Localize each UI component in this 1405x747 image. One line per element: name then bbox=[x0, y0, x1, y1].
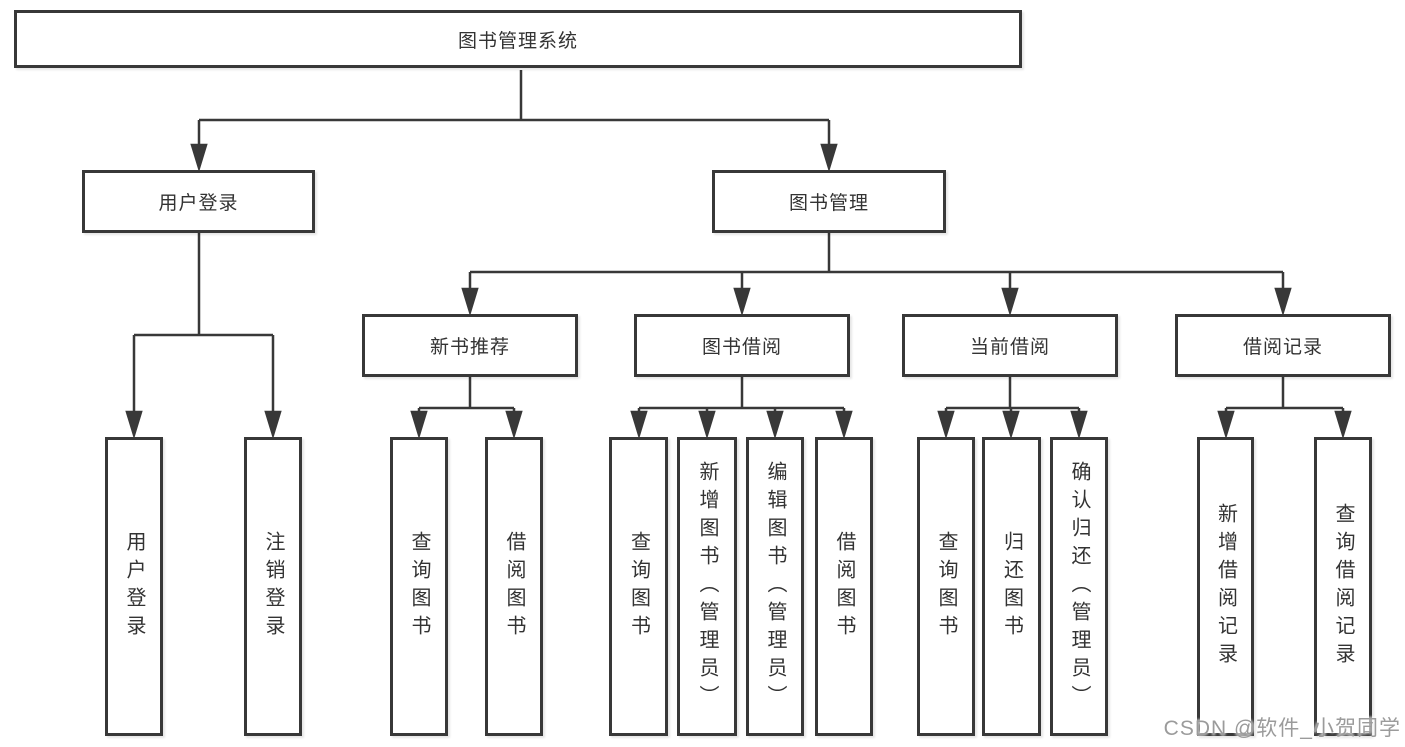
arrowhead-icon bbox=[835, 410, 853, 440]
leaf-user-login: 用户登录 bbox=[105, 437, 163, 736]
arrowhead-icon bbox=[698, 410, 716, 440]
leaf-label: 借阅图书 bbox=[503, 530, 525, 643]
node-book-borrow: 图书借阅 bbox=[634, 314, 850, 377]
connector-records-to-leaves bbox=[1217, 377, 1352, 440]
leaf-label: 查询图书 bbox=[627, 530, 650, 643]
node-current-borrow: 当前借阅 bbox=[902, 314, 1118, 377]
leaf-label: 编辑图书（管理员） bbox=[764, 460, 786, 713]
leaf-add-borrow-record: 新增借阅记录 bbox=[1197, 437, 1254, 736]
leaf-borrow-books-recommend: 借阅图书 bbox=[485, 437, 543, 736]
leaf-borrow-books: 借阅图书 bbox=[815, 437, 873, 736]
leaf-edit-books-admin: 编辑图书（管理员） bbox=[746, 437, 804, 736]
arrowhead-icon bbox=[1070, 410, 1088, 440]
arrowhead-icon bbox=[1334, 410, 1352, 440]
leaf-query-books-borrow: 查询图书 bbox=[609, 437, 668, 736]
connector-bookmgmt-to-level2 bbox=[461, 233, 1292, 317]
leaf-query-books-recommend: 查询图书 bbox=[390, 437, 448, 736]
arrowhead-icon bbox=[264, 410, 282, 440]
leaf-label: 新增图书（管理员） bbox=[696, 460, 718, 713]
arrowhead-icon bbox=[505, 410, 523, 440]
leaf-label: 归还图书 bbox=[1000, 530, 1023, 643]
leaf-confirm-return-admin: 确认归还（管理员） bbox=[1050, 437, 1108, 736]
arrowhead-icon bbox=[1274, 287, 1292, 317]
leaf-label: 注销登录 bbox=[262, 530, 284, 643]
arrowhead-icon bbox=[630, 410, 648, 440]
arrowhead-icon bbox=[820, 143, 838, 173]
leaf-logout: 注销登录 bbox=[244, 437, 302, 736]
node-library-management-system: 图书管理系统 bbox=[14, 10, 1022, 68]
leaf-label: 查询图书 bbox=[408, 530, 430, 643]
arrowhead-icon bbox=[1002, 410, 1020, 440]
leaf-label: 用户登录 bbox=[123, 530, 145, 643]
arrowhead-icon bbox=[410, 410, 428, 440]
leaf-label: 新增借阅记录 bbox=[1214, 502, 1237, 671]
leaf-label: 查询借阅记录 bbox=[1332, 502, 1354, 671]
connector-userlogin-to-leaves bbox=[125, 233, 282, 440]
connector-root-to-level1 bbox=[190, 70, 838, 173]
arrowhead-icon bbox=[766, 410, 784, 440]
arrowhead-icon bbox=[461, 287, 479, 317]
connector-newrec-to-leaves bbox=[410, 377, 523, 440]
leaf-label: 查询图书 bbox=[935, 530, 957, 643]
arrowhead-icon bbox=[733, 287, 751, 317]
node-new-book-recommend: 新书推荐 bbox=[362, 314, 578, 377]
leaf-query-borrow-record: 查询借阅记录 bbox=[1314, 437, 1372, 736]
leaf-label: 确认归还（管理员） bbox=[1068, 460, 1090, 713]
leaf-return-books: 归还图书 bbox=[982, 437, 1041, 736]
arrowhead-icon bbox=[937, 410, 955, 440]
arrowhead-icon bbox=[1217, 410, 1235, 440]
arrowhead-icon bbox=[125, 410, 143, 440]
arrowhead-icon bbox=[1001, 287, 1019, 317]
connector-borrow-to-leaves bbox=[630, 377, 853, 440]
leaf-query-books-current: 查询图书 bbox=[917, 437, 975, 736]
leaf-add-books-admin: 新增图书（管理员） bbox=[677, 437, 737, 736]
watermark: CSDN @软件_小贺同学 bbox=[1163, 717, 1401, 740]
node-book-management: 图书管理 bbox=[712, 170, 946, 233]
connector-current-to-leaves bbox=[937, 377, 1088, 440]
node-borrow-records: 借阅记录 bbox=[1175, 314, 1391, 377]
arrowhead-icon bbox=[190, 143, 208, 173]
node-user-login: 用户登录 bbox=[82, 170, 315, 233]
leaf-label: 借阅图书 bbox=[833, 530, 855, 643]
